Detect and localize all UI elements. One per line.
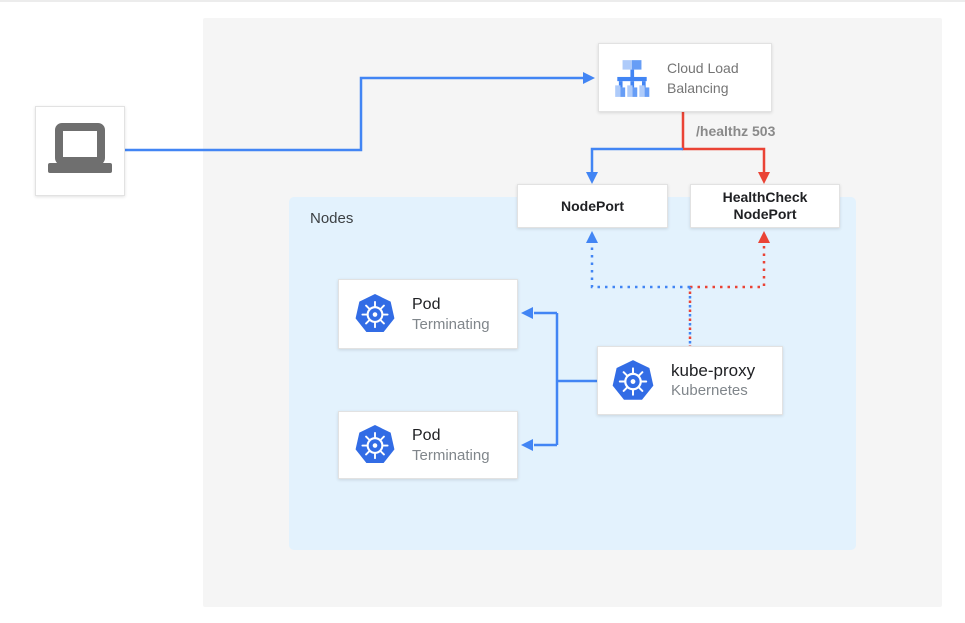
nodes-group-label: Nodes (310, 210, 354, 227)
cloud-load-balancing-node: Cloud Load Balancing (598, 43, 772, 112)
pod-title: Pod (412, 426, 441, 444)
pod-node-2: Pod Terminating (338, 411, 518, 479)
kube-proxy-node: kube-proxy Kubernetes (597, 346, 783, 415)
laptop-icon (48, 123, 112, 173)
healthcheck-label-line2: NodePort (733, 206, 797, 222)
cloud-load-balancing-label: Cloud Load Balancing (667, 59, 739, 96)
healthcheck-nodeport-node: HealthCheck NodePort (690, 184, 840, 228)
nodeport-node: NodePort (517, 184, 668, 228)
kubernetes-icon (355, 294, 395, 332)
pod-status: Terminating (412, 446, 490, 464)
cloud-load-balancing-icon (615, 59, 650, 97)
healthz-503-label: /healthz 503 (696, 123, 776, 139)
pod-node-1: Pod Terminating (338, 279, 518, 349)
nodeport-label: NodePort (561, 197, 624, 214)
kube-proxy-subtitle: Kubernetes (671, 382, 748, 399)
kubernetes-icon (355, 425, 395, 463)
pod-title: Pod (412, 295, 441, 313)
kube-proxy-title: kube-proxy (671, 361, 756, 380)
pod-status: Terminating (412, 315, 490, 333)
kubernetes-icon (612, 359, 654, 400)
healthcheck-label-line1: HealthCheck (722, 189, 808, 205)
client-node (35, 106, 125, 196)
